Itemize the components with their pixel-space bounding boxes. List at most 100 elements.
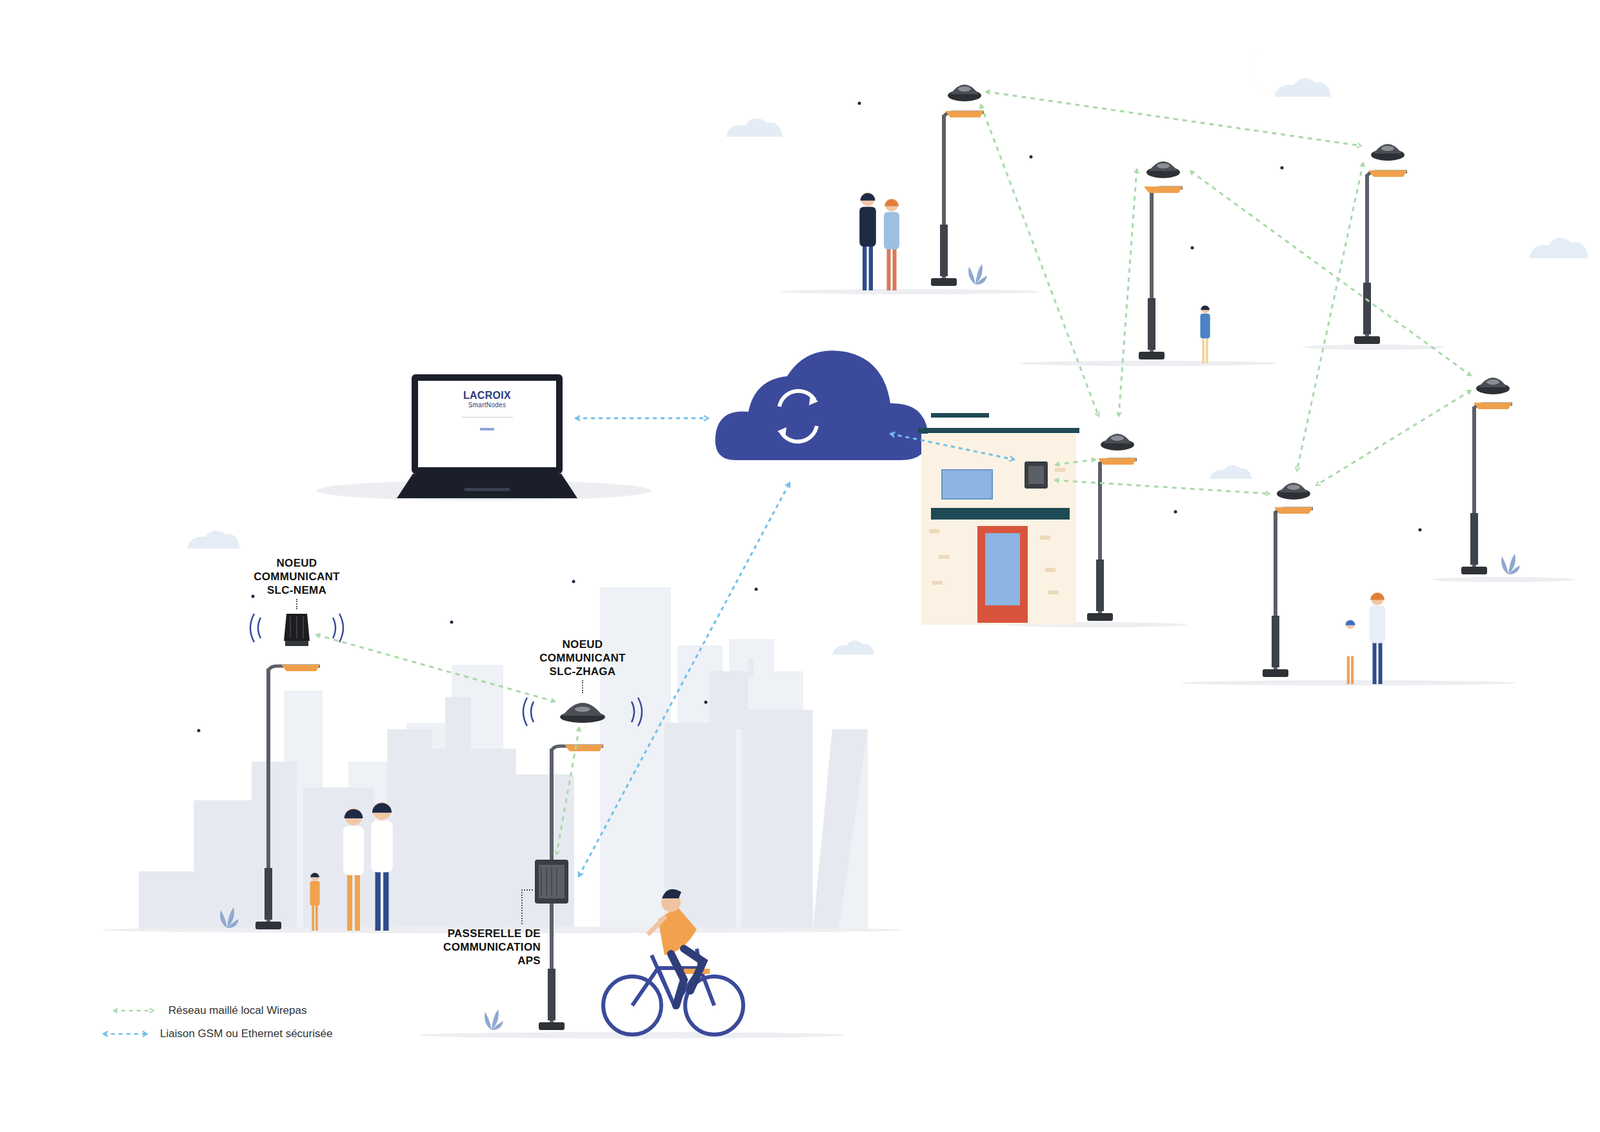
- person-leg: [1205, 335, 1209, 364]
- lamp-base: [930, 278, 957, 286]
- lamp-head: [1143, 186, 1183, 193]
- aps-device: [533, 858, 570, 905]
- laptop: [396, 374, 578, 499]
- person-head: [860, 192, 875, 206]
- zhaga-node: [1381, 145, 1395, 151]
- person-body: [343, 825, 364, 875]
- skyline: [283, 587, 868, 930]
- zhaga-node: [1149, 161, 1178, 171]
- mesh-link: [556, 727, 580, 855]
- lamp-head: [1368, 170, 1408, 177]
- links: [575, 91, 1471, 877]
- nema-device: [283, 613, 310, 641]
- person-body: [1369, 605, 1386, 644]
- zhaga-device: [558, 694, 607, 724]
- zhaga-node: [1103, 433, 1132, 444]
- person-leg: [354, 872, 360, 931]
- moon: [1248, 43, 1283, 93]
- person: [859, 192, 877, 291]
- person-leg: [1350, 653, 1354, 684]
- lamp-pole: [1470, 512, 1479, 565]
- ground: [103, 289, 1575, 1039]
- lamp-base: [255, 921, 282, 930]
- node-label: LACROIX: [418, 389, 557, 402]
- lamp-head: [945, 110, 984, 118]
- lamp-base: [1262, 669, 1289, 677]
- zhaga-device: [574, 706, 591, 712]
- zhaga-node: [1110, 435, 1124, 441]
- person: [883, 198, 900, 291]
- person-body: [309, 880, 320, 906]
- lamp-base: [1138, 351, 1165, 360]
- person-hair: [1200, 305, 1210, 311]
- person-leg: [1201, 335, 1205, 364]
- person-leg: [892, 247, 897, 291]
- plant: [968, 263, 988, 285]
- person-body: [370, 820, 393, 873]
- cyclist: [603, 889, 744, 1035]
- street-lamp: [1461, 377, 1513, 575]
- person: [1345, 619, 1357, 684]
- person: [1200, 305, 1210, 364]
- person: [370, 801, 393, 931]
- node-label: NOEUD COMMUNICANT SLC-NEMA: [248, 556, 346, 597]
- person: [309, 872, 320, 931]
- person-leg: [311, 902, 315, 931]
- lamp-head: [564, 744, 604, 751]
- lamp-pole: [1147, 298, 1156, 350]
- person: [343, 807, 364, 931]
- person-hair: [344, 809, 364, 819]
- person-head: [885, 198, 899, 212]
- aps-device: [534, 859, 569, 904]
- small-cloud: [187, 78, 1589, 655]
- person-hair: [1345, 620, 1355, 626]
- person-hair: [372, 802, 392, 813]
- communicating-node: NOEUD COMMUNICANT SLC-ZHAGA: [534, 637, 631, 734]
- street-lamp: [1138, 161, 1183, 360]
- lamp-pole: [1271, 615, 1280, 668]
- street-lamp: [1262, 482, 1313, 677]
- person-head: [310, 872, 320, 881]
- login-form: [461, 414, 513, 418]
- leader-line: [296, 598, 298, 610]
- nema-device: [290, 616, 304, 639]
- person-body: [859, 206, 877, 247]
- plant: [1501, 553, 1520, 575]
- person: [1369, 592, 1386, 684]
- mesh-link: [316, 634, 555, 702]
- person-body: [883, 212, 900, 250]
- person-leg: [375, 869, 381, 931]
- zhaga-node: [1373, 143, 1402, 154]
- street-lamp: [1354, 143, 1408, 344]
- lamp-pole: [1096, 559, 1104, 611]
- person-head: [1345, 619, 1355, 629]
- lamp-head: [281, 664, 320, 671]
- person-body: [1200, 313, 1210, 339]
- person-leg: [1372, 640, 1377, 685]
- lamp-pole: [1363, 282, 1371, 335]
- zhaga-node: [1156, 163, 1170, 169]
- street-lamp: [255, 664, 320, 930]
- aps-device: [538, 864, 565, 899]
- gateway-node: PASSERELLE DE COMMUNICATION APS: [425, 858, 575, 965]
- zhaga-node: [1478, 377, 1508, 388]
- node-label: NOEUD COMMUNICANT SLC-ZHAGA: [534, 637, 631, 679]
- lamp-head: [1274, 507, 1313, 514]
- communicating-node: NOEUD COMMUNICANT SLC-NEMA: [248, 556, 346, 650]
- leader-line: [521, 889, 533, 924]
- stars: [197, 101, 1422, 733]
- laptop-screen: LACROIXSmartNodes: [418, 380, 557, 468]
- person-leg: [383, 869, 389, 931]
- person-body: [1345, 629, 1357, 657]
- login-button: [480, 427, 495, 431]
- device-wrap: [534, 694, 631, 734]
- person-leg: [315, 902, 319, 931]
- plant: [484, 1009, 504, 1030]
- zhaga-node: [1279, 482, 1308, 493]
- legend-text: Liaison GSM ou Ethernet sécurisée: [160, 1027, 333, 1040]
- person-leg: [347, 872, 353, 931]
- device-wrap: [248, 610, 346, 650]
- lamp-pole: [940, 224, 948, 277]
- node-label: SmartNodes: [418, 401, 557, 410]
